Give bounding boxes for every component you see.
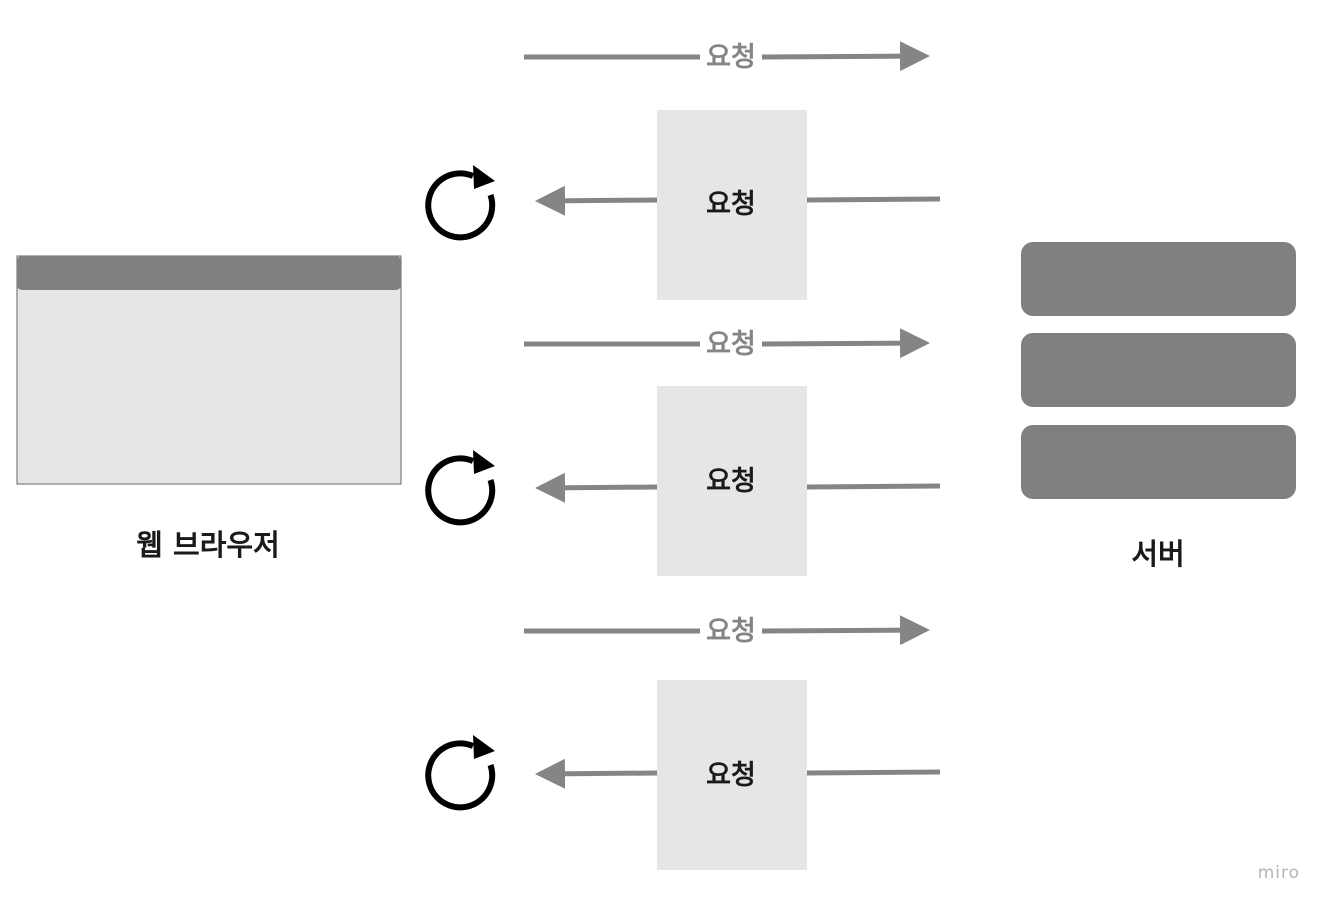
server-block-2 xyxy=(1021,333,1296,407)
web-browser: 웹 브라우저 xyxy=(16,255,402,562)
request-arrow-3: 요청 xyxy=(524,615,930,647)
response-3: 요청 xyxy=(535,680,941,870)
server-caption: 서버 xyxy=(1131,537,1184,571)
response-2: 요청 xyxy=(535,386,941,576)
response-box-3 xyxy=(657,680,807,870)
response-label-2: 요청 xyxy=(706,466,756,497)
browser-window xyxy=(16,255,402,485)
exchange-1: 요청 요청 xyxy=(425,41,941,300)
request-label-3: 요청 xyxy=(706,616,756,647)
reload-icon xyxy=(425,165,496,241)
miro-watermark: miro xyxy=(1258,863,1300,883)
request-label-2: 요청 xyxy=(706,329,756,360)
reload-icon xyxy=(425,735,496,811)
server-block-1 xyxy=(1021,242,1296,316)
browser-caption: 웹 브라우저 xyxy=(136,528,280,562)
response-label-3: 요청 xyxy=(706,760,756,791)
response-1: 요청 xyxy=(535,110,941,300)
request-arrow-2: 요청 xyxy=(524,328,930,360)
request-label-1: 요청 xyxy=(706,42,756,73)
response-box-1 xyxy=(657,110,807,300)
server: 서버 xyxy=(1021,242,1296,571)
request-arrow-1: 요청 xyxy=(524,41,930,73)
exchange-2: 요청 요청 xyxy=(425,328,941,576)
response-label-1: 요청 xyxy=(706,189,756,220)
reload-icon xyxy=(425,450,496,526)
response-box-2 xyxy=(657,386,807,576)
browser-title-bar xyxy=(17,256,401,290)
exchange-3: 요청 요청 xyxy=(425,615,941,870)
server-block-3 xyxy=(1021,425,1296,499)
